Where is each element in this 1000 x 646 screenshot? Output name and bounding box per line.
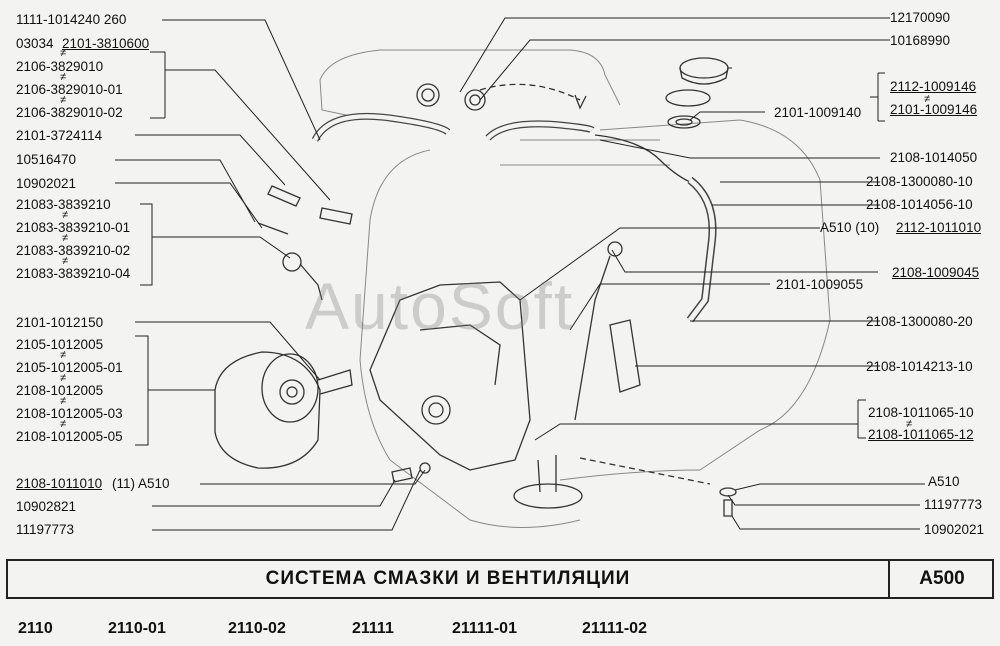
not-interchangeable-icon: ≠: [60, 349, 67, 361]
part-label: 2108-1012005-03: [16, 406, 123, 421]
part-label: 10168990: [890, 33, 951, 48]
part-label: 2108-1300080-10: [866, 174, 973, 189]
not-interchangeable-icon: ≠: [60, 372, 67, 384]
part-label: 2101-1012150: [16, 315, 104, 330]
model-label: 2110: [18, 620, 53, 637]
part-label: 10902021: [924, 522, 985, 537]
not-interchangeable-icon: ≠: [60, 395, 67, 407]
part-label: 2112-1011010: [896, 220, 982, 235]
model-label: 2110-02: [228, 620, 286, 637]
title-bar: СИСТЕМА СМАЗКИ И ВЕНТИЛЯЦИИ A500: [6, 559, 994, 599]
part-label: 2108-1012005-05: [16, 429, 123, 444]
not-interchangeable-icon: ≠: [62, 232, 69, 244]
not-interchangeable-icon: ≠: [60, 418, 67, 430]
part-label: (11) A510: [112, 476, 170, 491]
page-title: СИСТЕМА СМАЗКИ И ВЕНТИЛЯЦИИ: [265, 568, 631, 589]
part-label: 2106-3829010: [16, 59, 104, 74]
part-label: 2108-1014050: [890, 150, 978, 165]
part-label: 10516470: [16, 152, 77, 167]
engine-lubrication-diagram: [115, 17, 925, 531]
not-interchangeable-icon: ≠: [924, 93, 931, 105]
section-code: A500: [888, 561, 994, 597]
part-label: 2105-1012005: [16, 337, 104, 352]
part-label: 21083-3839210-04: [16, 266, 131, 281]
part-label: 2108-1011010: [16, 476, 103, 491]
watermark: AutoSoft: [305, 269, 575, 343]
part-label: 2108-1012005: [16, 383, 104, 398]
not-interchangeable-icon: ≠: [62, 209, 69, 221]
not-interchangeable-icon: ≠: [60, 71, 67, 83]
model-label: 21111-02: [582, 620, 647, 637]
part-label: 2106-3829010-02: [16, 105, 123, 120]
part-label: 21083-3839210: [16, 197, 111, 212]
part-label: 03034: [16, 36, 54, 51]
part-label: 12170090: [890, 10, 951, 25]
model-label: 21111: [352, 620, 394, 637]
part-label: 2101-3724114: [16, 128, 103, 143]
part-label: 2112-1009146: [890, 79, 977, 94]
not-interchangeable-icon: ≠: [906, 418, 913, 430]
part-label: 2101-3810600: [62, 36, 150, 51]
part-label: 2101-1009055: [776, 277, 864, 292]
part-label: 2101-1009146: [890, 102, 978, 117]
part-label: 2101-1009140: [774, 105, 862, 120]
part-label: 11197773: [16, 522, 75, 537]
part-label: 11197773: [924, 497, 983, 512]
part-label: 2108-1011065-10: [868, 405, 974, 420]
part-label: A510 (10): [820, 220, 880, 235]
part-label: 2105-1012005-01: [16, 360, 123, 375]
part-label: 21083-3839210-01: [16, 220, 131, 235]
part-label: 1111-1014240 260: [16, 12, 127, 27]
not-interchangeable-icon: ≠: [60, 94, 67, 106]
part-label: 2108-1014056-10: [866, 197, 973, 212]
part-label: 2108-1300080-20: [866, 314, 973, 329]
part-label: 2108-1011065-12: [868, 427, 974, 442]
part-label: 10902021: [16, 176, 77, 191]
part-label: 10902821: [16, 499, 77, 514]
part-label: 2108-1014213-10: [866, 359, 973, 374]
part-label: A510: [928, 474, 960, 489]
model-label: 21111-01: [452, 620, 517, 637]
part-label: 2106-3829010-01: [16, 82, 123, 97]
part-label: 2108-1009045: [892, 265, 980, 280]
not-interchangeable-icon: ≠: [60, 47, 67, 59]
not-interchangeable-icon: ≠: [62, 255, 69, 267]
model-label: 2110-01: [108, 620, 166, 637]
part-label: 21083-3839210-02: [16, 243, 131, 258]
